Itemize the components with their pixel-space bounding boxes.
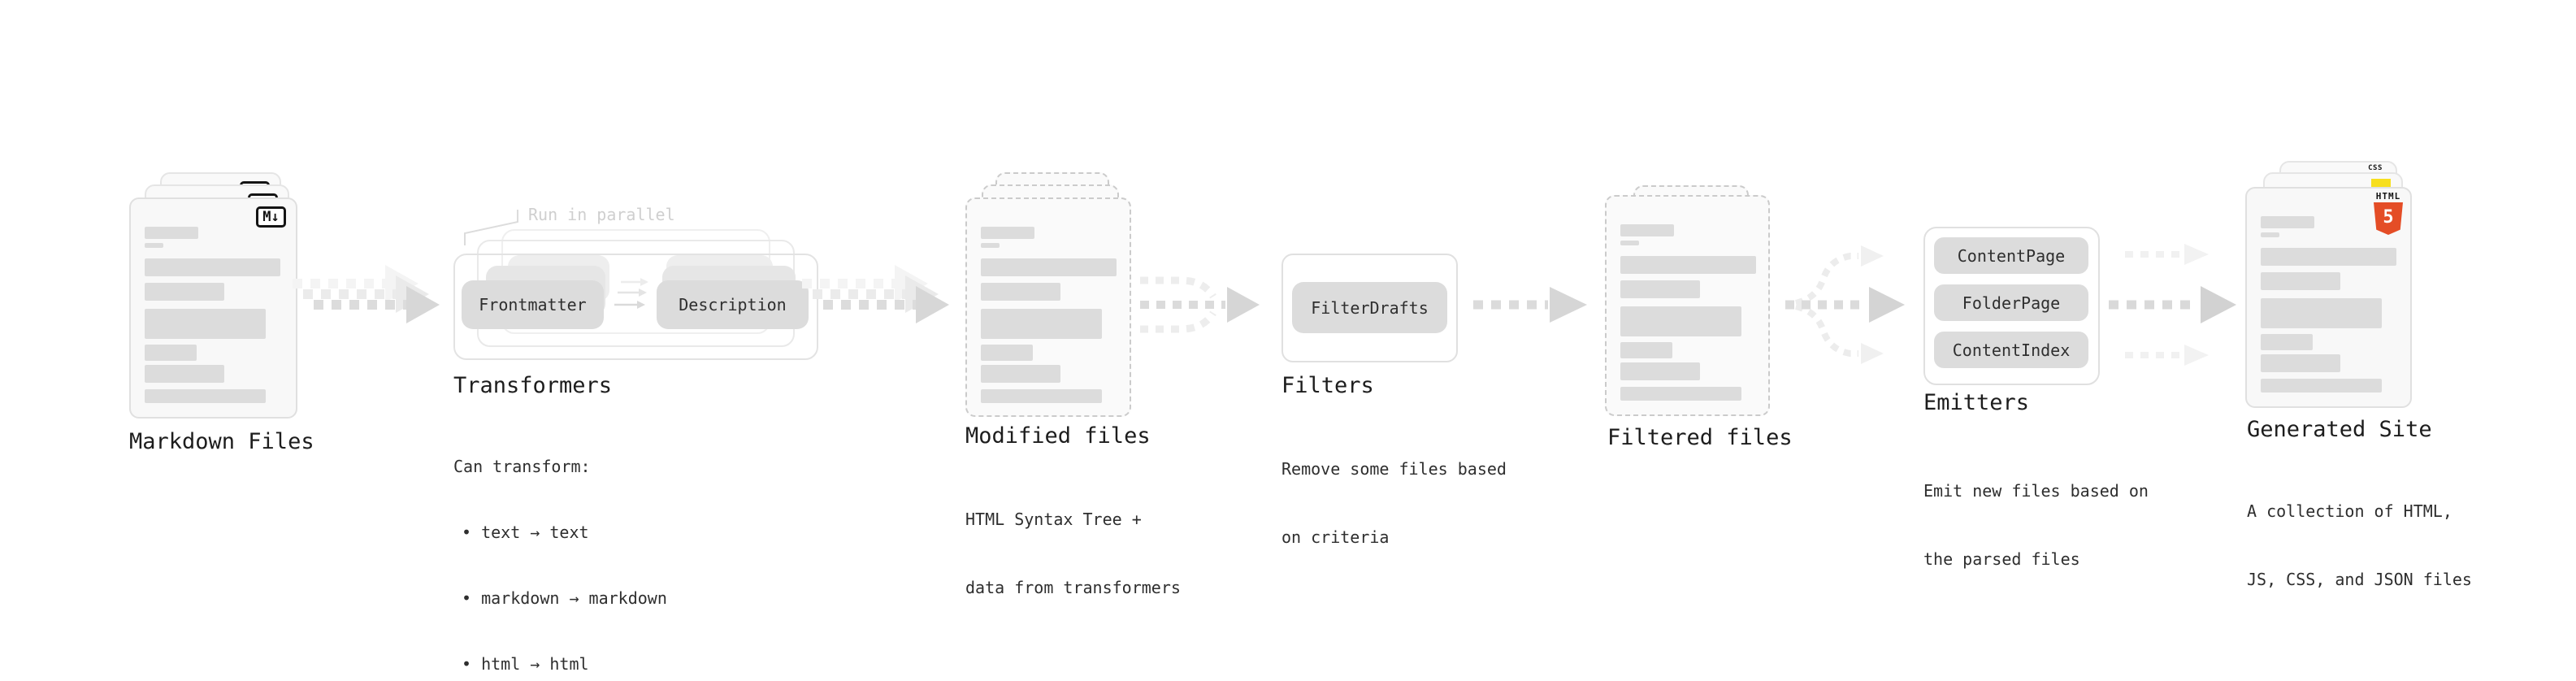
description-line: data from transformers [965, 578, 1181, 597]
modified-files-description: HTML Syntax Tree + data from transformer… [965, 462, 1181, 644]
filters-title: Filters [1281, 373, 1374, 398]
transformers-description: Can transform: • text → text • markdown … [453, 412, 667, 681]
description-line: Remove some files based [1281, 459, 1507, 479]
description-line: the parsed files [1923, 549, 2080, 569]
description-line: A collection of HTML, [2247, 501, 2452, 521]
filterdrafts-pill: FilterDrafts [1292, 282, 1447, 333]
run-in-parallel-leader-line [464, 210, 518, 245]
description-line: JS, CSS, and JSON files [2247, 570, 2472, 589]
document-text-lines [145, 227, 280, 403]
transformer-layer-front [453, 254, 818, 360]
transform-bullet: • html → html [462, 654, 589, 674]
html5-icon: HTML 5 [2370, 192, 2407, 235]
modified-file-card-front [965, 197, 1131, 417]
filtered-file-card-front [1605, 195, 1770, 416]
modified-files-title: Modified files [965, 423, 1151, 449]
markdown-file-card-front: M↓ [129, 197, 297, 419]
css-icon-label: CSS [2368, 164, 2383, 172]
html5-number: 5 [2383, 207, 2394, 228]
contentpage-pill: ContentPage [1934, 237, 2088, 274]
can-transform-label: Can transform: [453, 457, 591, 476]
transformers-title: Transformers [453, 373, 613, 398]
description-line: on criteria [1281, 527, 1390, 547]
html5-shield: 5 [2374, 202, 2403, 235]
description-pill: Description [657, 280, 809, 329]
document-text-lines [1620, 224, 1756, 401]
document-text-lines [981, 227, 1117, 403]
generated-site-description: A collection of HTML, JS, CSS, and JSON … [2247, 454, 2472, 636]
arrow-markdown-to-transformers [293, 265, 440, 323]
filters-description: Remove some files based on criteria [1281, 412, 1507, 594]
description-line: HTML Syntax Tree + [965, 510, 1142, 529]
description-line: Emit new files based on [1923, 481, 2149, 501]
generated-file-card-html: HTML 5 [2245, 187, 2412, 408]
frontmatter-pill: Frontmatter [462, 280, 604, 329]
transform-step-arrows [614, 278, 648, 309]
emitters-description: Emit new files based on the parsed files [1923, 434, 2149, 616]
contentindex-pill: ContentIndex [1934, 332, 2088, 368]
arrows-emitters-to-generated [2109, 244, 2236, 366]
document-text-lines [2261, 216, 2396, 393]
generated-site-title: Generated Site [2247, 417, 2432, 442]
transform-bullet: • text → text [462, 523, 589, 542]
arrow-filters-to-filtered [1473, 287, 1587, 323]
html5-icon-label: HTML [2375, 191, 2401, 202]
emitters-title: Emitters [1923, 390, 2030, 415]
arrow-filtered-to-emitters-fanout [1785, 245, 1905, 364]
markdown-files-title: Markdown Files [129, 429, 314, 454]
folderpage-pill: FolderPage [1934, 284, 2088, 321]
run-in-parallel-annotation: Run in parallel [528, 205, 675, 224]
arrow-transformers-to-modified [802, 265, 949, 323]
transform-bullet: • markdown → markdown [462, 588, 667, 608]
arrow-modified-to-filters-merge [1140, 276, 1260, 333]
filtered-files-title: Filtered files [1607, 425, 1793, 450]
markdown-icon: M↓ [256, 206, 286, 228]
